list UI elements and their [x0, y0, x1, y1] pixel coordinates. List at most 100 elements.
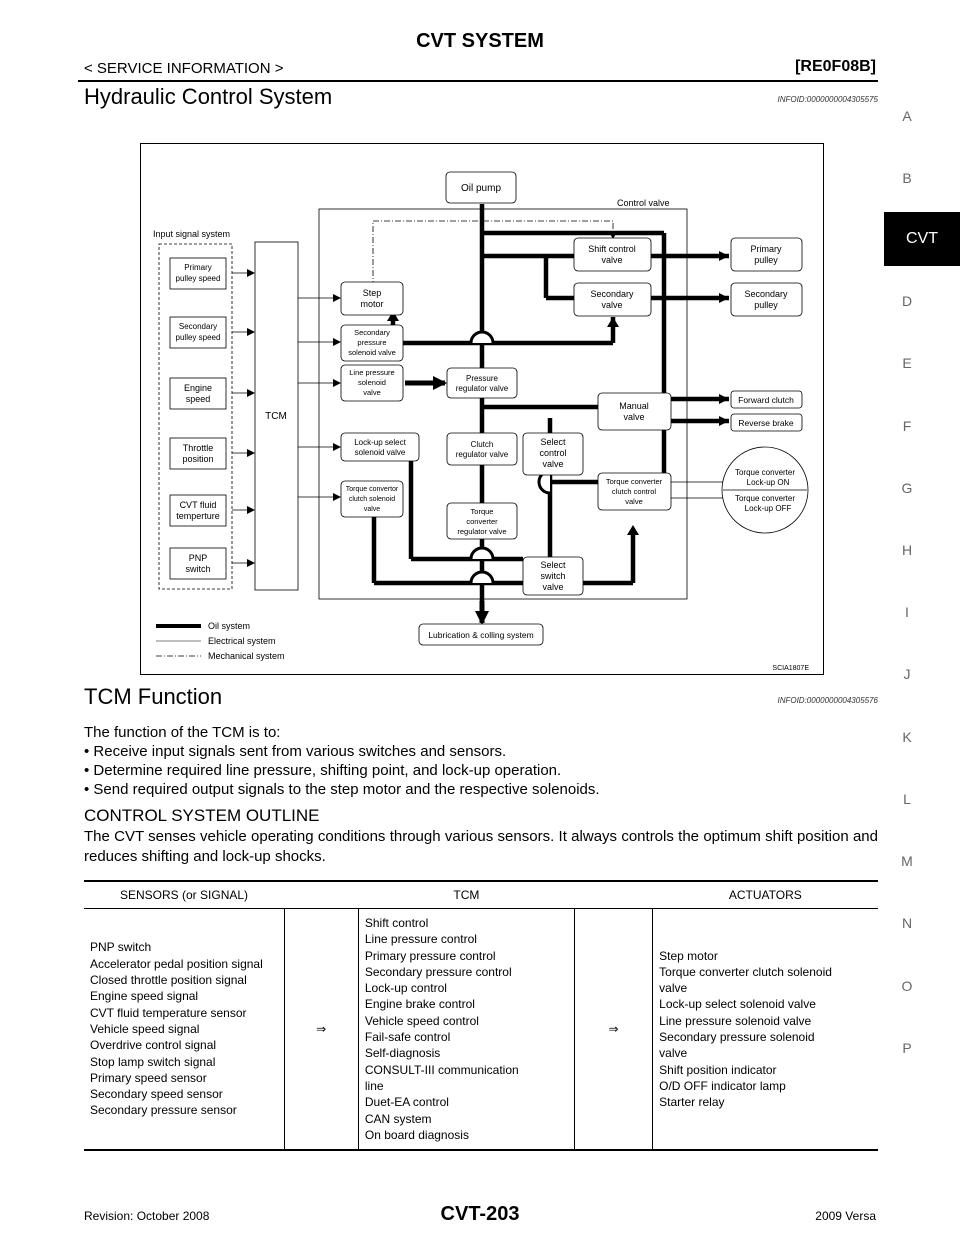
- sidebar-letter-b[interactable]: B: [902, 170, 912, 186]
- line-pressure-solenoid-box: Line pressure solenoid valve: [340, 364, 404, 402]
- svg-text:Select: Select: [540, 437, 566, 447]
- input-signal-label: Input signal system: [153, 229, 230, 239]
- sidebar-letter-l[interactable]: L: [903, 791, 911, 807]
- tcm-function-item: CAN system: [364, 1111, 432, 1126]
- control-system-outline-text: The CVT senses vehicle operating conditi…: [84, 828, 878, 865]
- shift-control-valve-box: Shift control valve: [573, 237, 652, 272]
- svg-text:Primary: Primary: [184, 263, 212, 272]
- sensor-item: Closed throttle position signal: [90, 973, 247, 988]
- sidebar-letter-e[interactable]: E: [902, 355, 912, 371]
- figure-id: SCIA1807E: [772, 665, 809, 672]
- sidebar-letter-i[interactable]: I: [905, 604, 909, 620]
- actuator-item: Shift position indicator: [659, 1062, 777, 1077]
- oil-pipes: [371, 204, 729, 611]
- tcm-bullet-2-text: Determine required line pressure, shifti…: [93, 762, 562, 779]
- table-header-tcm: TCM: [358, 880, 575, 909]
- select-switch-valve-box: Select switch valve: [522, 556, 584, 596]
- info-id-2: INFOID:0000000004305576: [777, 696, 878, 705]
- sidebar-letter-n[interactable]: N: [901, 915, 913, 931]
- svg-text:regulator valve: regulator valve: [456, 450, 509, 459]
- pressure-regulator-box: Pressure regulator valve: [446, 367, 518, 399]
- manual-valve-box: Manual valve: [597, 392, 672, 431]
- sidebar-letter-p[interactable]: P: [902, 1040, 912, 1056]
- sidebar-active-cvt[interactable]: CVT: [884, 212, 960, 266]
- tcm-label: TCM: [265, 411, 287, 422]
- svg-text:pulley: pulley: [754, 255, 778, 265]
- tcm-function-item: Duet-EA control: [364, 1095, 449, 1110]
- control-valve-boundary: [318, 208, 688, 600]
- tcm-function-item: line: [364, 1078, 384, 1093]
- clutch-regulator-box: Clutch regulator valve: [446, 432, 518, 466]
- svg-text:clutch solenoid: clutch solenoid: [349, 496, 395, 503]
- control-valve-label: Control valve: [617, 198, 670, 208]
- model-code: [RE0F08B]: [795, 58, 876, 75]
- tcc-control-valve-box: Torque converter clutch control valve: [597, 472, 672, 511]
- sidebar-letter-d[interactable]: D: [901, 293, 913, 309]
- svg-text:clutch control: clutch control: [612, 487, 657, 496]
- sidebar-letter-h[interactable]: H: [901, 542, 913, 558]
- actuator-item: Starter relay: [659, 1095, 725, 1110]
- svg-text:Manual: Manual: [619, 401, 649, 411]
- tcm-bullet-1: • Receive input signals sent from variou…: [84, 743, 507, 760]
- svg-text:Electrical system: Electrical system: [208, 636, 276, 646]
- svg-text:Oil system: Oil system: [208, 621, 250, 631]
- sidebar-letter-o[interactable]: O: [901, 978, 913, 994]
- svg-text:regulator valve: regulator valve: [456, 384, 509, 393]
- sidebar-letter-f[interactable]: F: [902, 418, 912, 434]
- svg-text:Primary: Primary: [751, 244, 782, 254]
- input-primary-pulley-speed: Primary pulley speed: [169, 257, 255, 290]
- forward-clutch-box: Forward clutch: [730, 390, 803, 409]
- svg-text:solenoid valve: solenoid valve: [348, 348, 396, 357]
- svg-text:position: position: [182, 454, 213, 464]
- sensor-item: Overdrive control signal: [90, 1038, 217, 1053]
- footer-revision: Revision: October 2008: [84, 1209, 210, 1223]
- section-title-tcm-function: TCM Function: [84, 684, 223, 709]
- svg-text:valve: valve: [542, 459, 563, 469]
- input-throttle-position: Throttle position: [169, 437, 255, 470]
- sensor-item: Accelerator pedal position signal: [90, 956, 263, 971]
- actuator-item: Secondary pressure solenoid: [659, 1030, 815, 1045]
- svg-text:PNP: PNP: [189, 553, 208, 563]
- svg-text:converter: converter: [466, 517, 498, 526]
- table-header-spacer-2: [574, 880, 653, 909]
- sensor-item: Secondary speed sensor: [90, 1087, 223, 1102]
- tcm-bullet-2: • Determine required line pressure, shif…: [84, 762, 562, 779]
- svg-text:Lubrication & colling system: Lubrication & colling system: [428, 630, 533, 640]
- svg-text:Torque converter: Torque converter: [735, 468, 795, 477]
- sidebar-letter-k[interactable]: K: [902, 729, 912, 745]
- svg-text:Torque converter: Torque converter: [735, 494, 795, 503]
- svg-text:switch: switch: [540, 571, 565, 581]
- sidebar-letter-j[interactable]: J: [903, 666, 911, 682]
- control-system-table: SENSORS (or SIGNAL) TCM ACTUATORS PNP sw…: [84, 880, 878, 1152]
- lockup-select-solenoid-box: Lock-up select solenoid valve: [340, 432, 420, 462]
- svg-text:valve: valve: [363, 388, 381, 397]
- sidebar-letter-g[interactable]: G: [901, 480, 913, 496]
- sidebar-letter-m[interactable]: M: [901, 853, 913, 869]
- step-motor-box: Step motor: [340, 281, 404, 316]
- svg-text:Forward clutch: Forward clutch: [738, 395, 794, 405]
- sensor-item: Vehicle speed signal: [90, 1021, 200, 1036]
- svg-text:valve: valve: [625, 497, 643, 506]
- svg-text:pulley: pulley: [754, 300, 778, 310]
- reverse-brake-box: Reverse brake: [730, 413, 803, 432]
- tcm-function-item: Lock-up control: [364, 981, 447, 996]
- svg-text:Mechanical system: Mechanical system: [208, 651, 285, 661]
- info-id-1: INFOID:0000000004305575: [777, 95, 878, 104]
- tcm-function-item: Fail-safe control: [364, 1030, 451, 1045]
- svg-text:Line pressure: Line pressure: [349, 368, 394, 377]
- svg-text:Lock-up select: Lock-up select: [354, 438, 406, 447]
- svg-text:solenoid valve: solenoid valve: [355, 448, 406, 457]
- sensor-item: PNP switch: [90, 940, 152, 955]
- secondary-valve-box: Secondary valve: [573, 282, 652, 317]
- svg-text:switch: switch: [185, 564, 210, 574]
- svg-text:Throttle: Throttle: [183, 443, 214, 453]
- svg-text:Secondary: Secondary: [179, 322, 217, 331]
- sidebar-letter-a[interactable]: A: [902, 108, 912, 124]
- svg-text:speed: speed: [186, 394, 211, 404]
- oil-pump-box: Oil pump: [445, 171, 517, 204]
- actuator-item: valve: [659, 981, 688, 996]
- svg-text:valve: valve: [601, 300, 622, 310]
- svg-text:Reverse brake: Reverse brake: [738, 418, 794, 428]
